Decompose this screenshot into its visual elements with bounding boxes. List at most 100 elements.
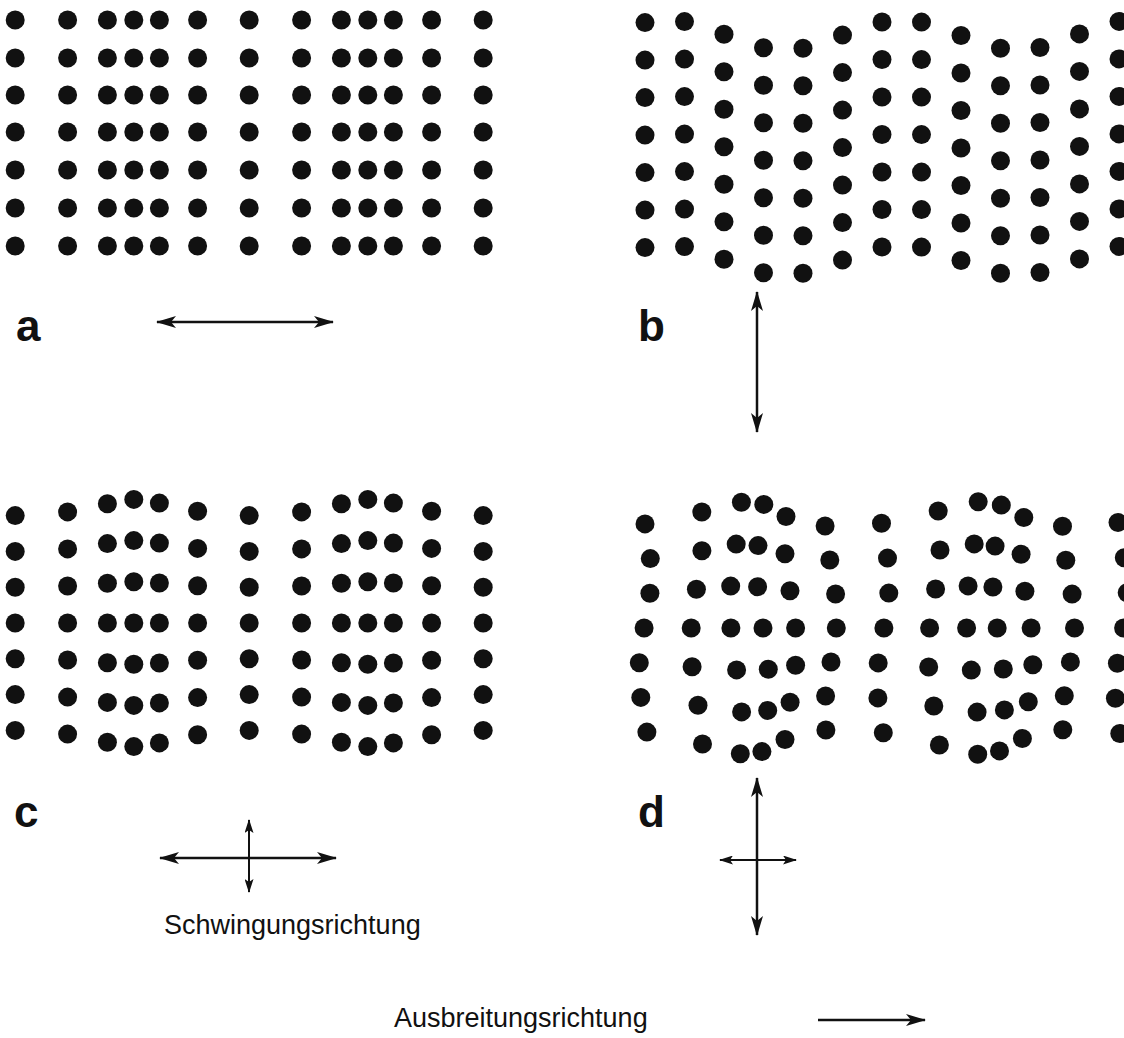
- particle-dot: [98, 237, 117, 256]
- particle-dot: [758, 701, 777, 720]
- particle-dot: [754, 495, 773, 514]
- particle-dot: [422, 161, 441, 180]
- particle-dot: [188, 161, 207, 180]
- particle-dot: [636, 514, 655, 533]
- particle-dot: [292, 161, 311, 180]
- particle-dot: [6, 199, 25, 218]
- particle-dot: [98, 86, 117, 105]
- particle-dot: [640, 584, 659, 603]
- particle-dot: [188, 688, 207, 707]
- particle-dot: [675, 200, 694, 219]
- particle-dot: [1019, 692, 1038, 711]
- particle-dot: [636, 126, 655, 145]
- particle-dot: [754, 226, 773, 245]
- particle-dot: [332, 123, 351, 142]
- particle-dot: [1031, 263, 1050, 282]
- particle-dot: [1110, 49, 1124, 68]
- particle-dot: [188, 49, 207, 68]
- particle-dot: [98, 614, 117, 633]
- particle-dot: [188, 237, 207, 256]
- particle-dot: [240, 49, 259, 68]
- particle-dot: [188, 86, 207, 105]
- particle-dot: [1015, 582, 1034, 601]
- particle-dot: [58, 688, 77, 707]
- particle-dot: [1070, 99, 1089, 118]
- particle-dot: [952, 214, 971, 233]
- particle-dot: [833, 213, 852, 232]
- particle-dot: [1061, 652, 1080, 671]
- direction-arrows: [157, 292, 925, 1020]
- particle-dot: [358, 237, 377, 256]
- particle-dot: [687, 580, 706, 599]
- particle-dot: [6, 578, 25, 597]
- particle-dot: [786, 656, 805, 675]
- particle-dot: [58, 123, 77, 142]
- particle-dot: [715, 62, 734, 81]
- particle-dot: [6, 123, 25, 142]
- particle-dot: [124, 696, 143, 715]
- particle-dot: [631, 688, 650, 707]
- particle-dot: [992, 496, 1011, 515]
- particle-dot: [1106, 689, 1124, 708]
- particle-dot: [358, 490, 377, 509]
- particle-dot: [1115, 548, 1124, 567]
- particle-dot: [952, 26, 971, 45]
- particle-dot: [872, 514, 891, 533]
- particle-dot: [98, 653, 117, 672]
- particle-dot: [150, 654, 169, 673]
- particle-dot: [150, 49, 169, 68]
- particle-dot: [474, 161, 493, 180]
- particle-dot: [358, 86, 377, 105]
- particle-dot: [384, 693, 403, 712]
- particle-dot: [474, 578, 493, 597]
- particle-dot: [693, 735, 712, 754]
- particle-dot: [692, 503, 711, 522]
- particle-dot: [869, 653, 888, 672]
- particle-dot: [959, 576, 978, 595]
- particle-dot: [384, 11, 403, 30]
- particle-dot: [1110, 237, 1124, 256]
- particle-dot: [188, 576, 207, 595]
- particle-dot: [124, 572, 143, 591]
- particle-dot: [912, 125, 931, 144]
- particle-dot: [912, 13, 931, 32]
- particle-dot: [384, 123, 403, 142]
- particle-dot: [636, 163, 655, 182]
- particle-dot: [240, 685, 259, 704]
- particle-dot: [721, 577, 740, 596]
- particle-dot: [240, 578, 259, 597]
- particle-dot: [422, 86, 441, 105]
- particle-dot: [833, 138, 852, 157]
- particle-dot: [474, 542, 493, 561]
- particle-dot: [1022, 619, 1041, 638]
- particle-dot: [384, 574, 403, 593]
- particle-dot: [731, 744, 750, 763]
- particle-dot: [641, 549, 660, 568]
- particle-dot: [474, 199, 493, 218]
- particle-dot: [332, 534, 351, 553]
- particle-dot: [1070, 137, 1089, 156]
- panel-letter: b: [638, 304, 665, 348]
- particle-dot: [98, 534, 117, 553]
- particle-dot: [683, 657, 702, 676]
- particle-dot: [920, 619, 939, 638]
- particle-dot: [636, 51, 655, 70]
- particle-dot: [384, 494, 403, 513]
- particle-dot: [1063, 585, 1082, 604]
- particle-dot: [332, 199, 351, 218]
- particle-dot: [332, 86, 351, 105]
- particle-dot: [58, 199, 77, 218]
- particle-dot: [58, 614, 77, 633]
- particle-dot: [924, 697, 943, 716]
- particle-dot: [637, 723, 656, 742]
- particle-dot: [6, 685, 25, 704]
- particle-dot: [727, 660, 746, 679]
- particle-dot: [912, 238, 931, 257]
- particle-dot: [968, 703, 987, 722]
- particle-dot: [384, 654, 403, 673]
- particle-dot: [124, 86, 143, 105]
- particle-dot: [715, 100, 734, 119]
- particle-dot: [384, 237, 403, 256]
- panel-letter: c: [14, 790, 38, 834]
- particle-dot: [1108, 654, 1124, 673]
